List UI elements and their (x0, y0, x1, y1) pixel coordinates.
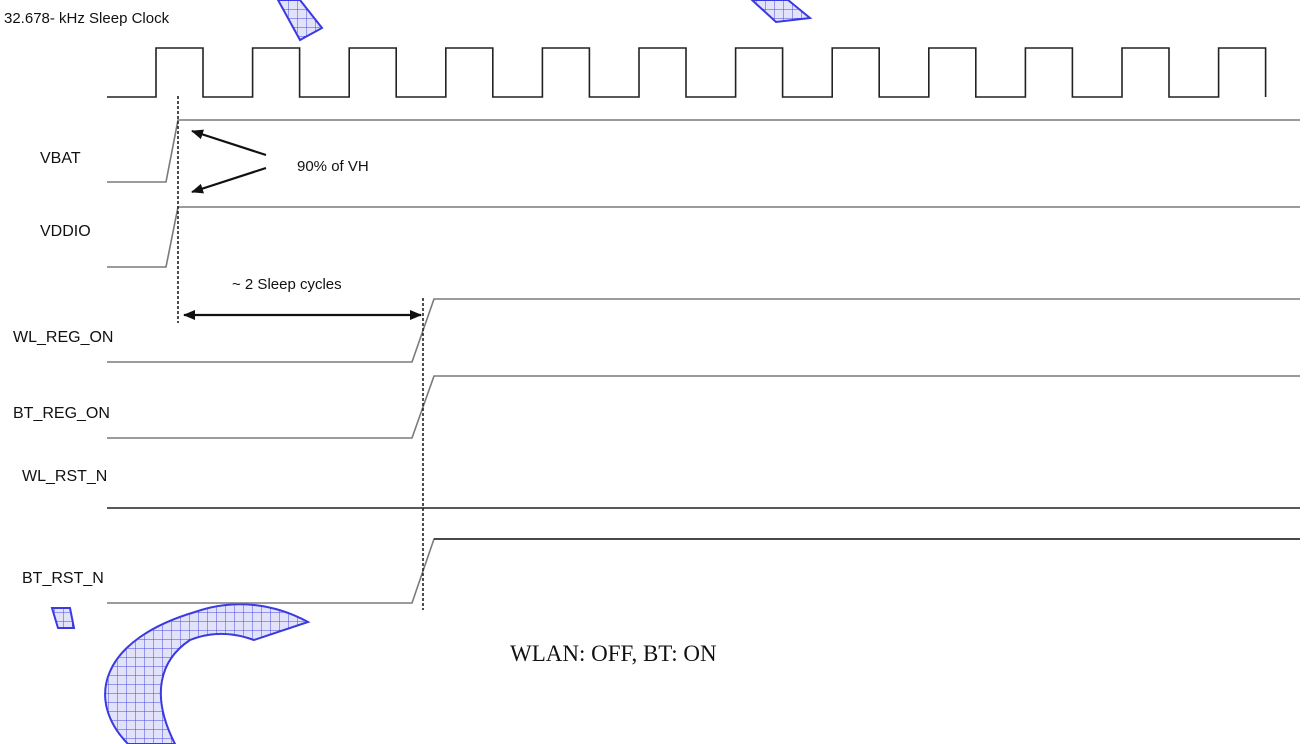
watermark-top-shape-2 (750, 0, 813, 24)
vddio-waveform (107, 206, 1300, 268)
watermark-arc (104, 603, 311, 744)
signal-label-bt-rst-n: BT_RST_N (22, 570, 104, 587)
state-caption: WLAN: OFF, BT: ON (510, 641, 717, 666)
signal-label-vbat: VBAT (40, 150, 81, 167)
vbat-waveform (107, 119, 1300, 183)
watermark (50, 0, 813, 744)
watermark-left-marker (50, 607, 76, 629)
watermark-top-shape (276, 0, 324, 42)
bt-reg-on-waveform (107, 375, 1300, 439)
threshold-label: 90% of VH (297, 158, 369, 175)
signal-label-wl-reg-on: WL_REG_ON (13, 329, 113, 346)
delay-label: ~ 2 Sleep cycles (232, 276, 342, 293)
signal-label-bt-reg-on: BT_REG_ON (13, 405, 110, 422)
threshold-arrow-upper (191, 129, 267, 157)
signal-label-wl-rst-n: WL_RST_N (22, 468, 107, 485)
threshold-arrow-lower (191, 166, 267, 194)
diagram-title: 32.678- kHz Sleep Clock (4, 10, 170, 27)
sleep-clock-waveform (107, 47, 1267, 98)
bt-rst-n-waveform (107, 538, 1300, 604)
wl-reg-on-waveform (107, 298, 1300, 363)
signal-label-vddio: VDDIO (40, 223, 91, 240)
